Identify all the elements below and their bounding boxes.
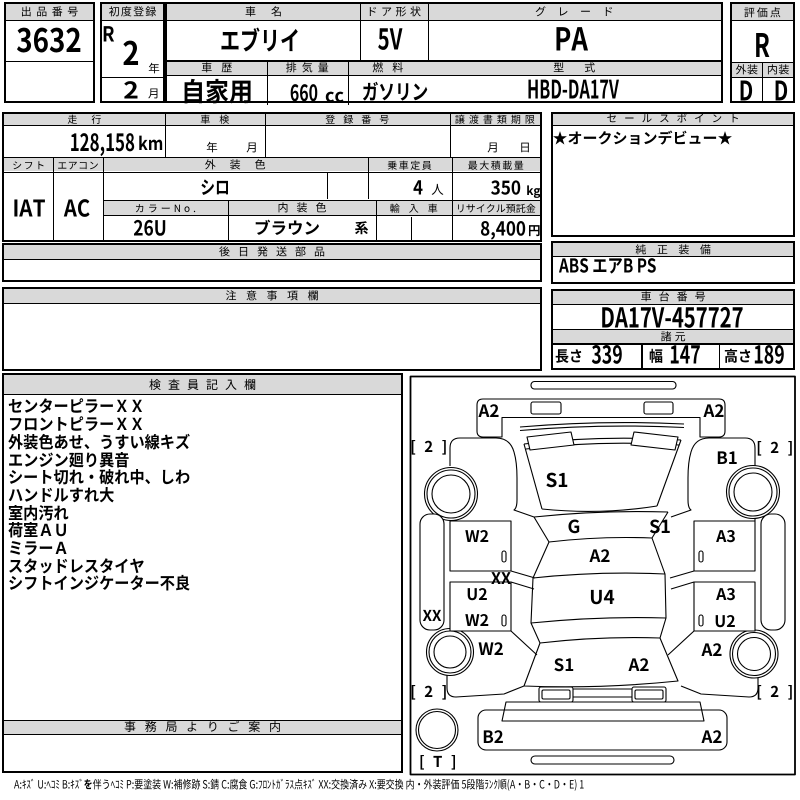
svg-text:[ 2 ]: [ 2 ] — [756, 681, 796, 702]
svg-text:U2: U2 — [466, 581, 487, 605]
svg-text:W2: W2 — [465, 523, 489, 547]
svg-text:G: G — [568, 513, 581, 539]
svg-text:S1: S1 — [649, 513, 671, 539]
svg-text:A2: A2 — [701, 636, 723, 661]
svg-text:XX: XX — [491, 565, 511, 589]
svg-text:A2: A2 — [701, 723, 723, 748]
svg-text:W2: W2 — [465, 607, 489, 631]
svg-text:W2: W2 — [478, 635, 504, 660]
svg-text:S1: S1 — [545, 466, 568, 493]
svg-text:[ 2 ]: [ 2 ] — [410, 436, 450, 457]
svg-text:A3: A3 — [715, 523, 736, 547]
svg-text:[ 2 ]: [ 2 ] — [756, 437, 796, 458]
svg-text:U4: U4 — [589, 583, 614, 610]
svg-text:[ T ]: [ T ] — [419, 751, 459, 772]
svg-text:B2: B2 — [482, 723, 504, 748]
svg-text:S1: S1 — [554, 651, 575, 676]
svg-text:XX: XX — [423, 605, 442, 626]
svg-text:A2: A2 — [628, 651, 650, 676]
svg-text:A3: A3 — [715, 581, 736, 605]
svg-text:[ 2 ]: [ 2 ] — [410, 681, 450, 702]
svg-text:A2: A2 — [703, 397, 725, 422]
svg-text:B1: B1 — [716, 444, 738, 469]
svg-text:U2: U2 — [714, 608, 735, 632]
svg-text:A2: A2 — [589, 542, 611, 567]
svg-text:A2: A2 — [478, 397, 500, 422]
